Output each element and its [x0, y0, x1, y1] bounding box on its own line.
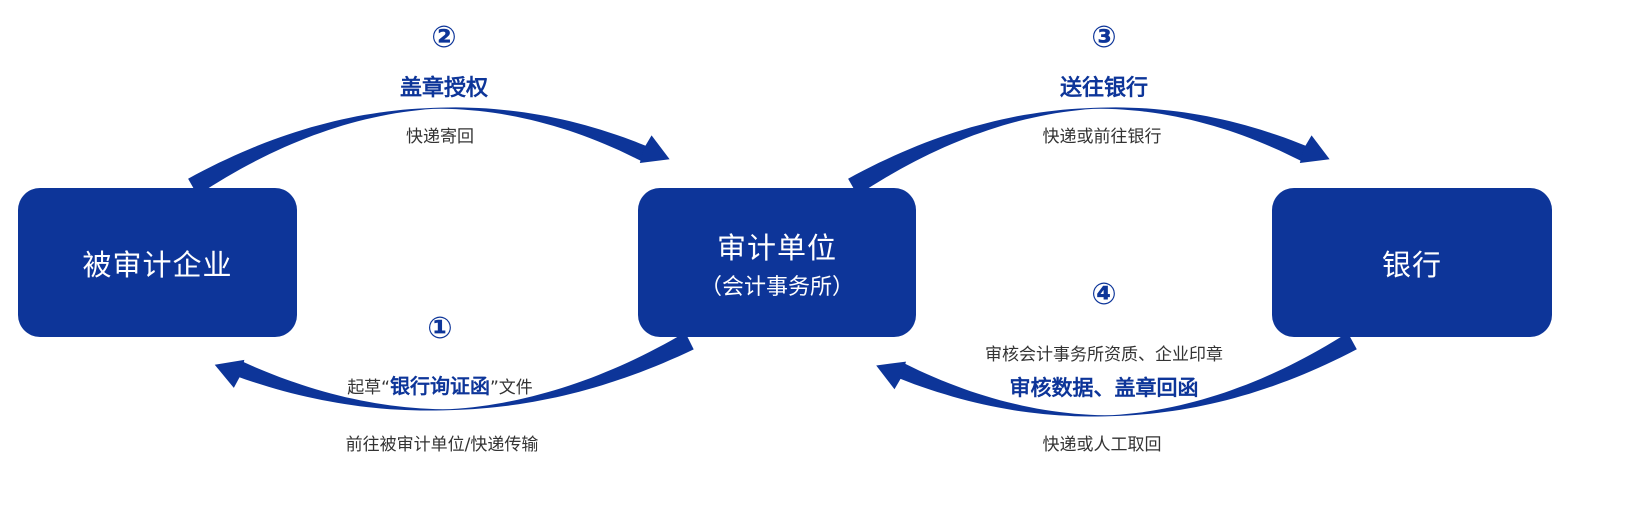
step-1-number: ① — [427, 311, 453, 346]
node-label: 审计单位 — [716, 230, 837, 265]
node-label: 被审计企业 — [82, 247, 233, 282]
step-2-number: ② — [431, 20, 457, 55]
step-4-transport: 快递或人工取回 — [1042, 435, 1162, 455]
step-1-transport: 前往被审计单位/快递传输 — [345, 435, 539, 455]
arrow-step-4-body — [899, 332, 1357, 417]
arrow-step-4-head-icon — [876, 361, 906, 390]
step-1-highlight: 银行询证函 — [390, 374, 490, 398]
node-bank: 银行 — [1272, 188, 1552, 337]
arrow-step-2-body — [188, 107, 647, 196]
node-audited-enterprise: 被审计企业 — [18, 188, 297, 337]
node-sublabel: （会计事务所） — [699, 274, 854, 300]
step-3-transport: 快递或前往银行 — [1042, 127, 1162, 147]
arrow-step-1-head-icon — [214, 359, 245, 388]
step-4-number: ④ — [1091, 277, 1117, 312]
arrow-step-3-body — [848, 107, 1307, 196]
node-audit-firm: 审计单位 （会计事务所） — [638, 188, 916, 337]
step-1-suffix: ”文件 — [490, 378, 533, 398]
step-1-prefix: 起草“ — [347, 378, 390, 398]
step-2-transport: 快递寄回 — [406, 127, 474, 147]
step-3-number: ③ — [1091, 20, 1117, 55]
arrow-step-2-head-icon — [639, 135, 670, 163]
step-4-title: 审核数据、盖章回函 — [1009, 376, 1199, 400]
step-4-description: 审核会计事务所资质、企业印章 — [985, 345, 1223, 365]
step-2-title: 盖章授权 — [399, 76, 489, 101]
node-label: 银行 — [1381, 247, 1442, 282]
arrow-step-3-head-icon — [1299, 135, 1330, 163]
step-1-description: 起草“银行询证函”文件 — [347, 370, 533, 399]
arrow-step-1-body — [238, 332, 694, 411]
step-3-title: 送往银行 — [1059, 76, 1149, 101]
